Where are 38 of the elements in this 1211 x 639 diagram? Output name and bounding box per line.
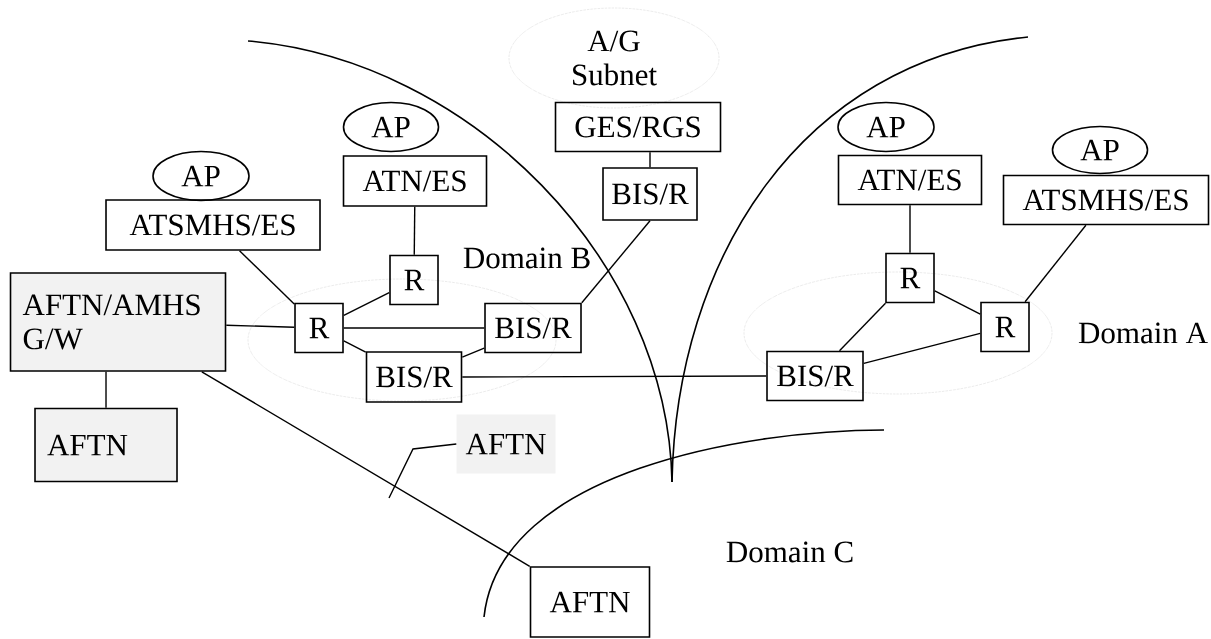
network-box: GES/RGS	[554, 101, 722, 153]
connector-line	[838, 302, 887, 352]
network-box: BIS/R	[365, 351, 463, 403]
network-box: ATN/ES	[837, 154, 983, 206]
connector-line	[461, 347, 485, 358]
network-box: BIS/R	[766, 350, 864, 402]
domain-label: Domain B	[463, 247, 590, 269]
connector-line	[343, 291, 390, 317]
network-box: ATSMHS/ES	[1002, 174, 1210, 226]
connector-line	[909, 204, 911, 254]
connector-line	[934, 290, 981, 315]
domain-label: Domain C	[726, 541, 853, 563]
network-box: ATN/ES	[342, 155, 488, 207]
connector-line	[105, 371, 107, 409]
connector-line	[201, 371, 531, 567]
network-box: R	[294, 302, 344, 354]
connector-line	[581, 220, 651, 304]
connector-line	[343, 327, 485, 329]
network-box: BIS/R	[484, 302, 582, 354]
leader-line	[388, 443, 457, 499]
connector-line	[649, 151, 651, 168]
connector-line	[238, 250, 295, 305]
connector-line	[225, 324, 295, 328]
gateway-box: AFTN	[34, 407, 178, 483]
network-box: AFTN	[529, 566, 651, 638]
connector-line	[461, 375, 767, 378]
network-box: BIS/R	[602, 167, 698, 221]
network-label: AFTN	[456, 414, 556, 474]
network-box: R	[389, 254, 439, 306]
gateway-box: AFTN/AMHS G/W	[9, 272, 227, 372]
connector-line	[863, 332, 981, 365]
connector-line	[1024, 224, 1087, 303]
domain-label: Domain A	[1078, 322, 1208, 344]
network-box: R	[980, 301, 1030, 353]
connector-line	[343, 340, 367, 353]
network-box: R	[885, 252, 935, 304]
connector-line	[413, 206, 416, 256]
network-box: ATSMHS/ES	[105, 199, 321, 251]
